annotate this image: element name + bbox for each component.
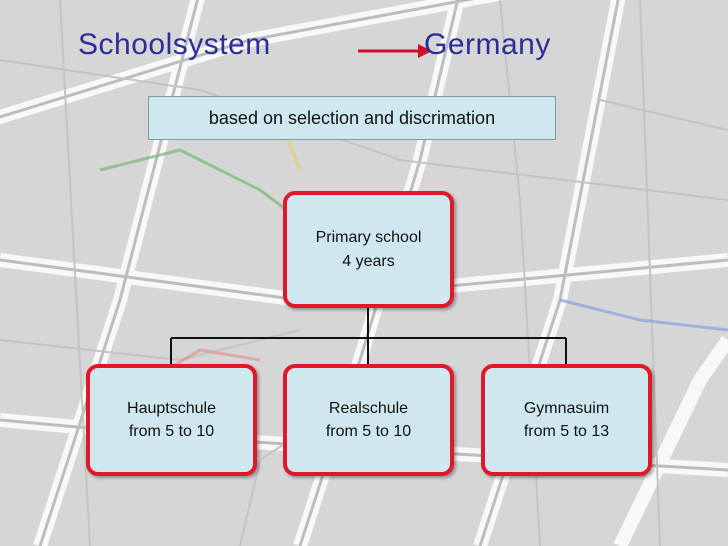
node-realschule-line2: from 5 to 10 (325, 423, 412, 440)
subtitle-box: based on selection and discrimation (148, 96, 556, 140)
node-hauptschule-line1: Hauptschule (127, 399, 216, 417)
node-primary-line1: Primary school (315, 229, 422, 247)
node-gymnasium-line1: Gymnasuim (523, 399, 610, 417)
node-gymnasium-line2: from 5 to 13 (523, 423, 610, 440)
node-primary-line2: 4 years (342, 252, 395, 270)
node-hauptschule-line2: from 5 to 10 (128, 423, 215, 440)
arrow-right-icon (358, 44, 432, 58)
node-gymnasium: Gymnasuim from 5 to 13 (481, 364, 652, 476)
node-realschule-line1: Realschule (328, 399, 409, 417)
title-schoolsystem: Schoolsystem (78, 28, 271, 61)
node-hauptschule: Hauptschule from 5 to 10 (86, 364, 257, 476)
node-primary-school: Primary school 4 years (283, 191, 454, 308)
node-realschule: Realschule from 5 to 10 (283, 364, 454, 476)
title-germany: Germany (424, 28, 551, 61)
